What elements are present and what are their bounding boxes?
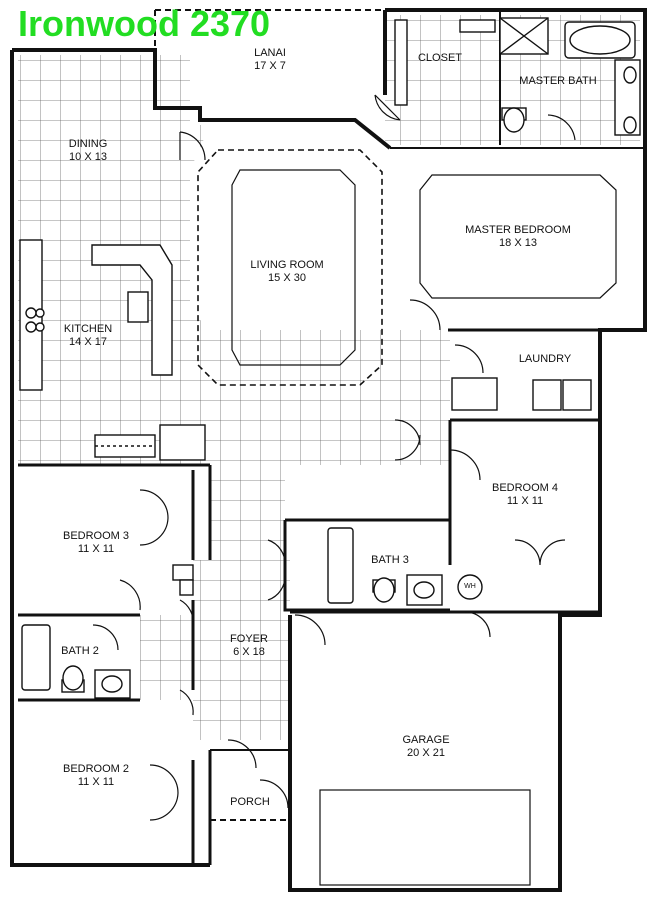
room-label-kitchen: KITCHEN 14 X 17 (64, 323, 112, 349)
room-size: 20 X 21 (407, 747, 445, 759)
carpet-floors (18, 125, 640, 890)
room-size: 11 X 11 (77, 543, 115, 555)
room-size: 11 X 11 (77, 776, 115, 788)
room-label-foyer: FOYER 6 X 18 (230, 633, 268, 659)
room-name: BEDROOM 2 (62, 763, 130, 775)
doors (92, 94, 576, 821)
room-label-laundry: LAUNDRY (519, 353, 571, 366)
room-name: CLOSET (417, 52, 463, 64)
room-size: 17 X 7 (254, 60, 286, 72)
room-name: BATH 2 (61, 645, 99, 657)
room-name: BEDROOM 4 (491, 482, 559, 494)
room-name: KITCHEN (63, 323, 113, 335)
washer (532, 379, 562, 411)
room-size: 6 X 18 (233, 646, 265, 658)
room-size: 18 X 13 (499, 237, 537, 249)
room-size: 15 X 30 (268, 272, 306, 284)
room-name: PORCH (230, 796, 270, 808)
room-label-bedroom-3: BEDROOM 3 11 X 11 (63, 530, 129, 556)
room-name: LIVING ROOM (250, 259, 324, 271)
room-label-master-bedroom: MASTER BEDROOM 18 X 13 (465, 224, 571, 250)
dryer (562, 379, 592, 411)
room-label-water-heater: WH (464, 582, 476, 591)
water-heater-tank (457, 574, 483, 600)
plan-title: Ironwood 2370 (18, 3, 271, 44)
room-name: BATH 3 (371, 554, 409, 566)
room-size: 10 X 13 (69, 151, 107, 163)
bath2-tub (21, 624, 51, 691)
room-size: 14 X 17 (69, 336, 107, 348)
room-name: DINING (68, 138, 108, 150)
ceiling-tray (197, 149, 617, 886)
room-name: GARAGE (402, 734, 450, 746)
room-label-lanai: LANAI 17 X 7 (254, 47, 286, 73)
room-label-porch: PORCH (230, 796, 270, 809)
room-label-master-bath: MASTER BATH (519, 75, 596, 88)
room-name: WH (464, 583, 476, 590)
room-size: 11 X 11 (506, 495, 544, 507)
room-label-bath-3: BATH 3 (371, 554, 409, 567)
room-name: MASTER BEDROOM (465, 224, 571, 236)
room-label-bedroom-2: BEDROOM 2 11 X 11 (63, 763, 129, 789)
room-label-bedroom-4: BEDROOM 4 11 X 11 (492, 482, 558, 508)
room-name: BEDROOM 3 (62, 530, 130, 542)
room-name: LANAI (254, 47, 286, 59)
laundry-sink (451, 377, 498, 411)
walls (10, 8, 647, 892)
kitchen-island (91, 244, 173, 376)
room-name: LAUNDRY (518, 353, 572, 365)
fixtures (19, 17, 641, 699)
room-name: MASTER BATH (519, 75, 597, 87)
room-label-bath-2: BATH 2 (61, 645, 99, 658)
bath3-tub (327, 527, 354, 604)
room-label-living-room: LIVING ROOM 15 X 30 (250, 259, 323, 285)
room-name: FOYER (230, 633, 268, 645)
room-label-closet: CLOSET (418, 52, 462, 65)
room-label-garage: GARAGE 20 X 21 (402, 734, 449, 760)
room-label-dining: DINING 10 X 13 (69, 138, 108, 164)
